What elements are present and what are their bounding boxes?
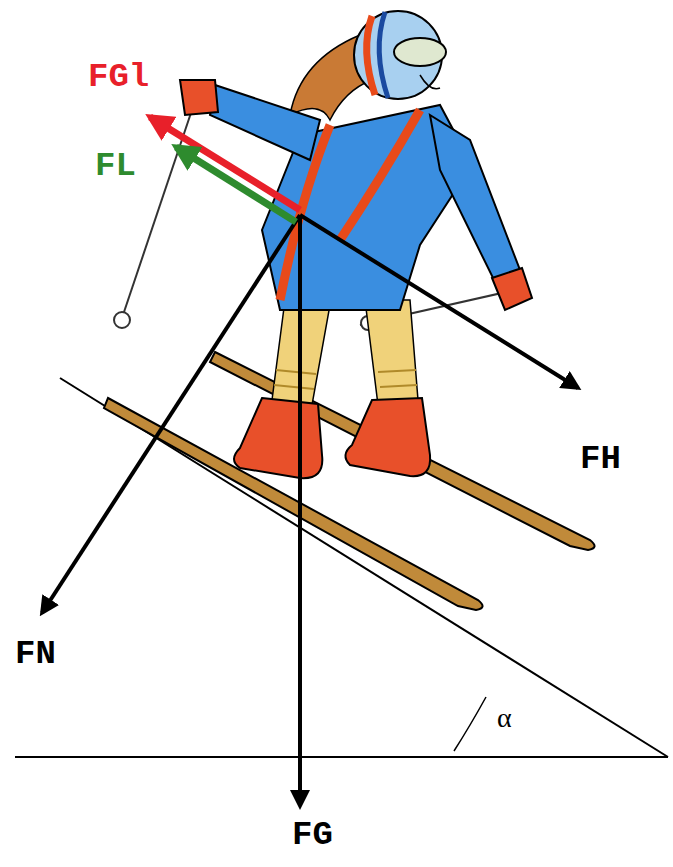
- arm: [430, 115, 520, 282]
- arm: [210, 85, 320, 160]
- force-label: FH: [580, 440, 621, 478]
- ground-line: [15, 756, 668, 758]
- helmet-stripe: [379, 12, 388, 98]
- air-resistance-vector: [176, 147, 296, 222]
- force-label: FL: [95, 147, 136, 185]
- glove: [180, 80, 218, 115]
- face: [420, 75, 440, 89]
- static-friction-vector: [150, 117, 300, 210]
- weight-vector: [298, 215, 302, 806]
- glove: [492, 268, 532, 310]
- suit-stripe: [340, 110, 420, 240]
- force-label: FG: [292, 816, 333, 854]
- force-label: FGl: [88, 58, 149, 96]
- pole-basket: [114, 312, 130, 328]
- legs: [234, 300, 430, 478]
- angle-arc: [454, 697, 486, 751]
- skis: [104, 352, 595, 610]
- angle-label: α: [497, 702, 512, 734]
- force-label: FN: [15, 635, 56, 673]
- downhill-vector: [300, 215, 578, 388]
- normal-vector: [42, 215, 300, 613]
- goggles: [394, 38, 446, 66]
- slope-line: [60, 378, 668, 757]
- helmet-stripe: [367, 16, 375, 95]
